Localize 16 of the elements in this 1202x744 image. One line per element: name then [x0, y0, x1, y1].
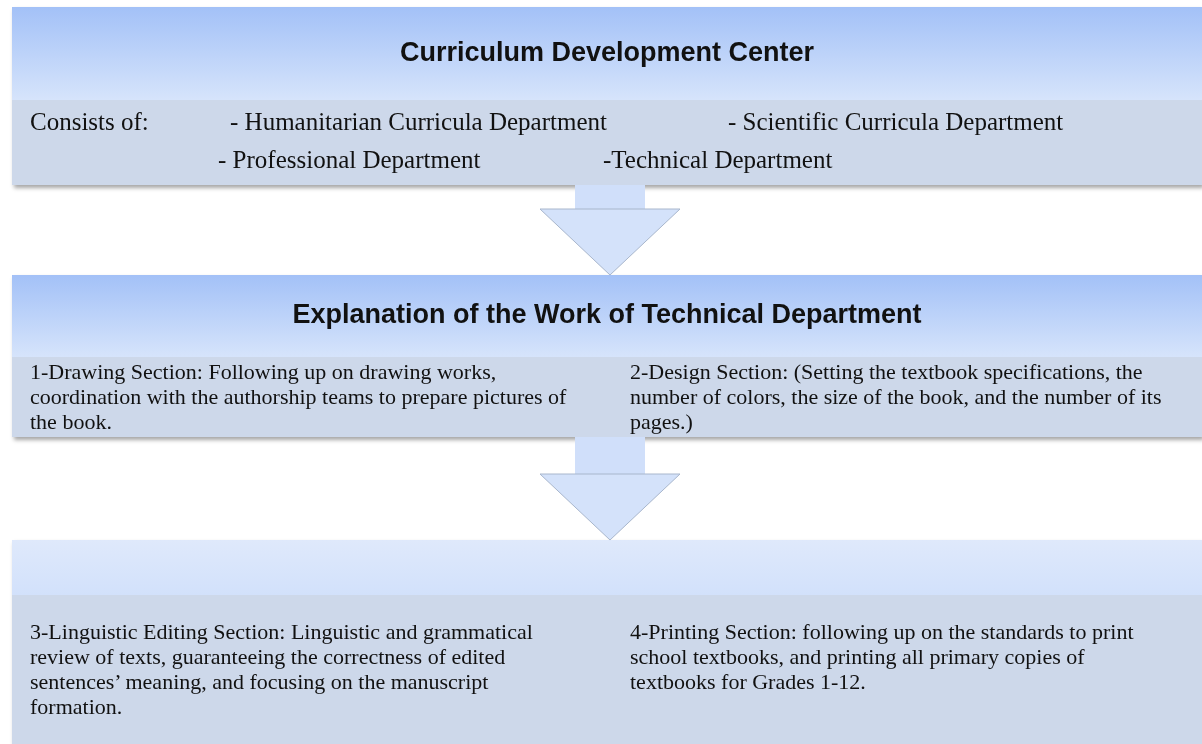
band-box [12, 7, 1202, 185]
heading: Curriculum Development Center [398, 36, 816, 68]
section-box: 1-Drawing Section: Following up on drawing works, coordination with the authorship teams to prepare pictures of the book. [12, 357, 612, 437]
band-box [12, 540, 1202, 744]
heading: Explanation of the Work of Technical Department [291, 299, 923, 330]
section-box: 4-Printing Section: following up on the standards to print school textbooks, and printing all primary copies of textbooks for Grades 1-12. [612, 595, 1202, 744]
department-item: - Professional Department [218, 146, 481, 174]
department-item: - Scientific Curricula Department [728, 108, 1064, 136]
department-item: - Humanitarian Curricula Department [230, 108, 607, 136]
department-item: -Technical Department [603, 146, 833, 174]
block-arrow [539, 437, 681, 541]
block-arrow [539, 185, 681, 276]
section-box: 3-Linguistic Editing Section: Linguistic and grammatical review of texts, guaranteeing the correctness of edited sentences’ meaning, and focusing on the manuscript formation. [12, 595, 612, 744]
section-box: 2-Design Section: (Setting the textbook specifications, the number of colors, the size of the book, and the number of its pages.) [612, 357, 1202, 437]
intro-text: Consists of: [30, 108, 149, 136]
band-box [12, 275, 1202, 437]
